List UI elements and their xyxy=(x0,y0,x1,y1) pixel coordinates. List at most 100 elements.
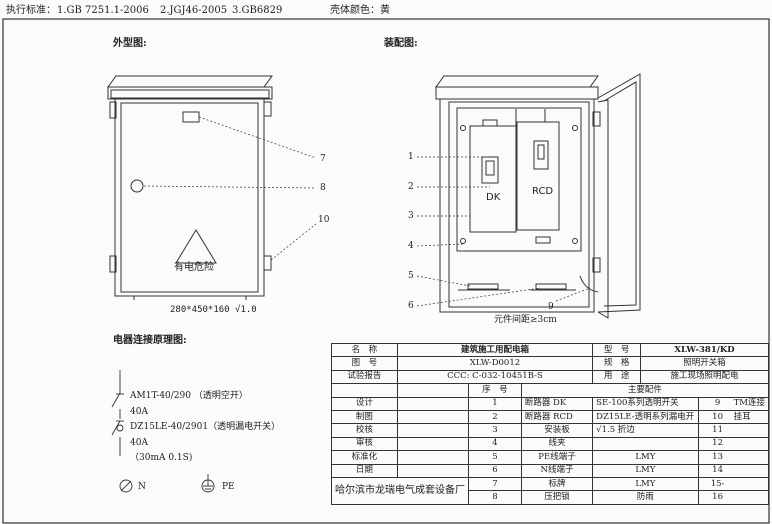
role-cell: 制图 xyxy=(331,409,398,425)
table-row: 制图 2 断路器 RCD DZ15LE-透明系列漏电开 10 挂耳 xyxy=(331,409,770,425)
part-extra: 14 xyxy=(697,463,770,478)
part-no: 1 xyxy=(468,396,522,411)
name-label: 名 称 xyxy=(331,342,398,358)
part-extra: 12 xyxy=(697,436,770,452)
table-row: 图 号 XLW-D0012 规 格 照明开关箱 xyxy=(331,356,769,371)
part-no: 7 xyxy=(468,476,522,492)
assembly-cabinet xyxy=(435,73,641,319)
part-name: 线夹 xyxy=(520,436,594,452)
part-name: 标牌 xyxy=(520,476,594,492)
part-spec: LMY xyxy=(592,450,699,465)
dimensions: 280*450*160 √1.0 xyxy=(170,305,257,315)
exterior-title: 外型图: xyxy=(113,38,147,49)
callout-3: 3 xyxy=(408,211,414,221)
rcd-label: RCD xyxy=(532,186,554,197)
schematic-line-3: DZ15LE-40/2901（透明漏电开关） xyxy=(130,422,281,432)
table-row: 设计 1 断路器 DK SE-100系列透明开关 9 TM连接 xyxy=(331,396,770,411)
standard-3: 3.GB6829 xyxy=(232,5,283,16)
drawing-value: XLW-D0012 xyxy=(396,356,594,371)
callout-2: 2 xyxy=(408,182,414,192)
table-row: 审核 4 线夹 12 xyxy=(331,436,770,452)
part-no: 3 xyxy=(468,423,522,438)
schematic-line-1: AM1T-40/290 （透明空开） xyxy=(130,391,248,401)
table-row: 标准化 5 PE线端子 LMY 13 xyxy=(331,450,770,465)
parts-label: 主要配件 xyxy=(520,383,770,398)
report-label: 试验报告 xyxy=(331,369,398,385)
part-spec: DZ15LE-透明系列漏电开 xyxy=(592,409,699,425)
table-row: 序 号 主要配件 xyxy=(331,383,770,398)
part-name: N线端子 xyxy=(520,463,594,478)
part-name: 断路器 DK xyxy=(520,396,594,411)
seq-label: 序 号 xyxy=(468,383,522,398)
role-cell: 标准化 xyxy=(331,450,398,465)
drawing-label: 图 号 xyxy=(331,356,398,371)
name-value: 建筑施工用配电箱 xyxy=(396,342,594,358)
part-spec: LMY xyxy=(592,476,699,492)
part-no2: 11 xyxy=(712,425,723,436)
part-name: 安装板 xyxy=(520,423,594,438)
callout-6: 6 xyxy=(408,301,414,311)
schematic-line-2: 40A xyxy=(130,407,148,417)
callout-8: 8 xyxy=(320,183,326,193)
table-row: 名 称 建筑施工用配电箱 型 号 XLW-381/KD xyxy=(331,342,769,358)
warning-text: 有电危险 xyxy=(174,262,214,273)
part-extra: 15- xyxy=(697,476,770,492)
part-spec: 防雨 xyxy=(592,490,699,505)
part-spec: LMY xyxy=(592,463,699,478)
part-name: 压把锁 xyxy=(520,490,594,505)
part-spec: SE-100系列透明开关 xyxy=(592,396,699,411)
exterior-cabinet xyxy=(107,75,273,300)
n-label: N xyxy=(138,482,146,492)
part-no2: 10 xyxy=(712,411,723,422)
callout-10: 10 xyxy=(318,215,330,225)
part-item2: TM连接 xyxy=(733,398,765,409)
part-no: 8 xyxy=(468,490,522,505)
part-spec: √1.5 折边 xyxy=(592,423,699,438)
part-name: 断路器 RCD xyxy=(520,409,594,425)
shell-color-value: 黄 xyxy=(380,5,390,16)
callout-9: 9 xyxy=(548,302,554,312)
role-cell: 审核 xyxy=(331,436,398,452)
callout-1: 1 xyxy=(408,152,414,162)
part-no2: 13 xyxy=(712,451,723,462)
part-no: 4 xyxy=(468,436,522,452)
part-extra: 10 挂耳 xyxy=(697,409,770,425)
shell-color-label: 壳体颜色： xyxy=(330,5,380,16)
report-value: CCC: C-032-10451B-S xyxy=(396,369,594,385)
use-value: 施工现场照明配电 xyxy=(640,369,769,385)
pe-label: PE xyxy=(222,482,235,492)
schematic-line-4: 40A xyxy=(130,438,148,448)
schematic-title: 电器连接原理图: xyxy=(113,335,187,346)
part-no2: 16 xyxy=(712,491,723,502)
callout-7: 7 xyxy=(320,154,326,164)
table-row: 8 压把锁 防雨 16 xyxy=(332,490,770,505)
spec-label: 规 格 xyxy=(592,356,642,371)
part-no2: 9 xyxy=(714,398,721,409)
model-value: XLW-381/KD xyxy=(640,342,769,358)
part-no2: 14 xyxy=(712,465,723,476)
role-cell: 设计 xyxy=(331,396,398,411)
standard-2: 2.JGJ46-2005 xyxy=(160,5,228,16)
part-extra: 9 TM连接 xyxy=(697,396,770,411)
part-no: 6 xyxy=(468,463,522,478)
part-extra: 16 xyxy=(697,490,770,505)
table-row: 校核 3 安装板 √1.5 折边 11 xyxy=(331,423,770,438)
part-no: 5 xyxy=(468,450,522,465)
standards-label: 执行标准： xyxy=(6,5,56,16)
role-cell: 校核 xyxy=(331,423,398,438)
schematic-lines xyxy=(111,370,215,493)
standard-1: 1.GB 7251.1-2006 xyxy=(57,5,149,16)
dk-label: DK xyxy=(486,192,501,203)
table-row: 哈尔滨市龙瑞电气成套设备厂 7 标牌 LMY 15- xyxy=(331,476,770,505)
callout-5: 5 xyxy=(408,271,414,281)
model-label: 型 号 xyxy=(592,342,642,358)
schematic-line-5: （30mA 0.1S) xyxy=(130,453,193,463)
part-extra: 11 xyxy=(697,423,770,438)
part-no2: 12 xyxy=(712,438,723,449)
use-label: 用 途 xyxy=(592,369,642,385)
part-no: 2 xyxy=(468,409,522,425)
part-no2: 15- xyxy=(710,478,725,489)
part-item2: 挂耳 xyxy=(733,411,751,422)
company-name: 哈尔滨市龙瑞电气成套设备厂 xyxy=(331,476,469,505)
